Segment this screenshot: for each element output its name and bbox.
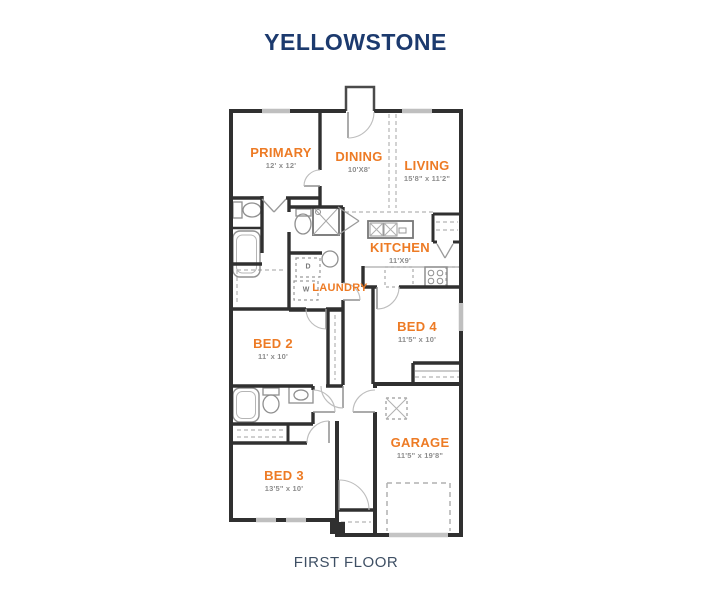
room-dims: 10'X8': [347, 165, 371, 174]
room-dims: 11'X9': [389, 256, 411, 265]
room-label-living: LIVING 15'8" x 11'2": [404, 159, 450, 183]
washer-letter: W: [302, 286, 310, 294]
room-label-primary: PRIMARY 12' x 12': [250, 146, 312, 170]
dryer-letter: D: [305, 263, 311, 271]
hall-bathtub-icon: [232, 387, 260, 423]
room-dims: 13'5" x 10': [264, 484, 304, 493]
washer-icon: [293, 280, 319, 301]
room-name: LAUNDRY: [312, 282, 368, 294]
room-label-kitchen: KITCHEN 11'X9': [370, 241, 430, 265]
room-name: PRIMARY: [250, 145, 312, 160]
room-label-dining: DINING 10'X8': [335, 150, 382, 174]
room-dims: 15'8" x 11'2": [403, 174, 451, 183]
exterior-walls: [229, 109, 463, 537]
room-dims: 11'5" x 19'8": [396, 451, 444, 460]
garage-door-apron: [386, 482, 451, 531]
room-name: GARAGE: [390, 435, 450, 450]
room-label-garage: GARAGE 11'5" x 19'8": [391, 436, 450, 460]
room-dims: 11' x 10': [258, 352, 288, 361]
room-dims: 11'5" x 10': [397, 335, 437, 344]
room-name: DINING: [335, 149, 383, 164]
laundry-sink-icon: [321, 250, 339, 268]
stove-icon: [424, 266, 448, 288]
room-name: LIVING: [404, 158, 450, 173]
floor-caption: FIRST FLOOR: [293, 554, 399, 571]
kitchen-island-sink-icon: [367, 220, 414, 239]
room-name: BED 3: [264, 468, 304, 483]
wc-toilet-icon: [294, 208, 312, 235]
room-dims: 12' x 12': [265, 161, 297, 170]
windows: [256, 108, 464, 523]
primary-toilet-icon: [232, 201, 262, 219]
hall-toilet-icon: [262, 387, 280, 414]
dryer-icon: [295, 257, 321, 278]
room-label-bed4: BED 4 11'5" x 10': [397, 320, 437, 344]
door-swings: [261, 111, 454, 511]
room-label-bed2: BED 2 11' x 10': [253, 337, 293, 361]
room-label-laundry: LAUNDRY: [312, 283, 367, 294]
room-name: KITCHEN: [370, 240, 430, 255]
page-title: YELLOWSTONE: [264, 29, 447, 55]
dashed-dividers: [236, 114, 459, 523]
room-name: BED 4: [397, 319, 437, 334]
water-heater-icon: [385, 397, 408, 420]
front-porch: [344, 85, 376, 111]
room-name: BED 2: [253, 336, 293, 351]
hall-sink-icon: [288, 386, 314, 404]
interior-walls: [231, 109, 461, 512]
room-label-bed3: BED 3 13'5" x 10': [264, 469, 304, 493]
entry-step: [330, 522, 345, 534]
shower-icon: [312, 206, 340, 236]
